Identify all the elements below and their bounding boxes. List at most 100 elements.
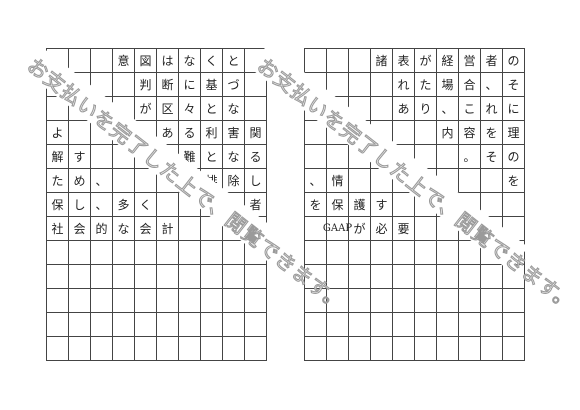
grid-cell xyxy=(135,337,157,361)
grid-cell xyxy=(157,313,179,337)
grid-cell xyxy=(69,121,91,145)
grid-cell: 害 xyxy=(223,121,245,145)
grid-cell xyxy=(245,337,267,361)
grid-cell xyxy=(503,193,525,217)
grid-cell: 諸 xyxy=(371,49,393,73)
grid-cell: 々 xyxy=(179,97,201,121)
grid-cell xyxy=(91,145,113,169)
grid-cell: が xyxy=(415,49,437,73)
grid-cell: と xyxy=(201,145,223,169)
grid-cell xyxy=(415,337,437,361)
grid-cell: は xyxy=(157,49,179,73)
grid-cell xyxy=(327,241,349,265)
grid-cell xyxy=(201,313,223,337)
grid-cell: を xyxy=(305,193,327,217)
grid-cell xyxy=(349,337,371,361)
grid-cell xyxy=(349,169,371,193)
grid-cell xyxy=(69,337,91,361)
grid-cell xyxy=(91,265,113,289)
grid-cell xyxy=(481,193,503,217)
grid-cell xyxy=(393,313,415,337)
grid-cell: 表 xyxy=(393,49,415,73)
grid-cell xyxy=(327,313,349,337)
grid-cell: を xyxy=(481,121,503,145)
grid-cell: し xyxy=(69,193,91,217)
grid-cell xyxy=(69,313,91,337)
grid-cell xyxy=(349,241,371,265)
grid-cell: た xyxy=(47,169,69,193)
grid-cell xyxy=(393,121,415,145)
grid-cell xyxy=(135,169,157,193)
grid-cell xyxy=(327,73,349,97)
grid-cell xyxy=(415,217,437,241)
grid-cell: 、 xyxy=(91,169,113,193)
grid-cell: 、 xyxy=(481,73,503,97)
grid-cell xyxy=(437,265,459,289)
grid-cell: 計 xyxy=(157,217,179,241)
grid-cell xyxy=(157,241,179,265)
grid-cell xyxy=(327,337,349,361)
grid-cell xyxy=(201,241,223,265)
grid-cell xyxy=(223,241,245,265)
grid-cell xyxy=(305,241,327,265)
grid-cell: GAAP xyxy=(323,217,352,241)
grid-cell xyxy=(179,217,201,241)
grid-cell xyxy=(459,289,481,313)
grid-cell xyxy=(503,337,525,361)
grid-cell: く xyxy=(135,193,157,217)
grid-cell xyxy=(503,313,525,337)
grid-cell: り xyxy=(415,97,437,121)
grid-cell xyxy=(481,337,503,361)
grid-cell xyxy=(371,313,393,337)
grid-cell xyxy=(371,265,393,289)
grid-cell xyxy=(157,289,179,313)
grid-cell xyxy=(179,265,201,289)
grid-cell: 保 xyxy=(47,193,69,217)
grid-cell: め xyxy=(69,169,91,193)
grid-cell xyxy=(371,241,393,265)
grid-cell xyxy=(245,313,267,337)
grid-cell: が xyxy=(349,217,371,241)
grid-cell xyxy=(135,265,157,289)
grid-cell: る xyxy=(179,121,201,145)
grid-cell xyxy=(437,241,459,265)
grid-cell: な xyxy=(113,217,135,241)
grid-cell xyxy=(201,289,223,313)
grid-cell xyxy=(371,289,393,313)
grid-cell xyxy=(481,265,503,289)
grid-cell xyxy=(223,265,245,289)
grid-cell xyxy=(415,265,437,289)
grid-cell xyxy=(327,145,349,169)
grid-cell: 要 xyxy=(393,217,415,241)
grid-cell: れ xyxy=(481,97,503,121)
grid-cell xyxy=(245,97,267,121)
grid-cell xyxy=(305,121,327,145)
grid-cell xyxy=(179,337,201,361)
grid-cell xyxy=(305,289,327,313)
grid-cell: と xyxy=(223,49,245,73)
grid-cell xyxy=(415,313,437,337)
grid-cell: 。 xyxy=(459,145,481,169)
grid-cell xyxy=(349,265,371,289)
grid-cell xyxy=(245,289,267,313)
grid-cell xyxy=(415,121,437,145)
grid-cell xyxy=(349,49,371,73)
grid-cell xyxy=(223,337,245,361)
grid-cell xyxy=(113,289,135,313)
grid-cell xyxy=(157,265,179,289)
grid-cell xyxy=(157,337,179,361)
grid-cell xyxy=(481,169,503,193)
grid-cell xyxy=(393,337,415,361)
grid-cell xyxy=(91,241,113,265)
grid-cell xyxy=(481,289,503,313)
grid-cell: 会 xyxy=(135,217,157,241)
grid-cell: な xyxy=(223,145,245,169)
grid-cell xyxy=(91,313,113,337)
grid-cell: 、 xyxy=(437,97,459,121)
grid-cell xyxy=(393,193,415,217)
grid-cell: 会 xyxy=(69,217,91,241)
grid-cell xyxy=(437,289,459,313)
grid-cell xyxy=(179,241,201,265)
grid-cell: 利 xyxy=(201,121,223,145)
grid-cell xyxy=(91,289,113,313)
